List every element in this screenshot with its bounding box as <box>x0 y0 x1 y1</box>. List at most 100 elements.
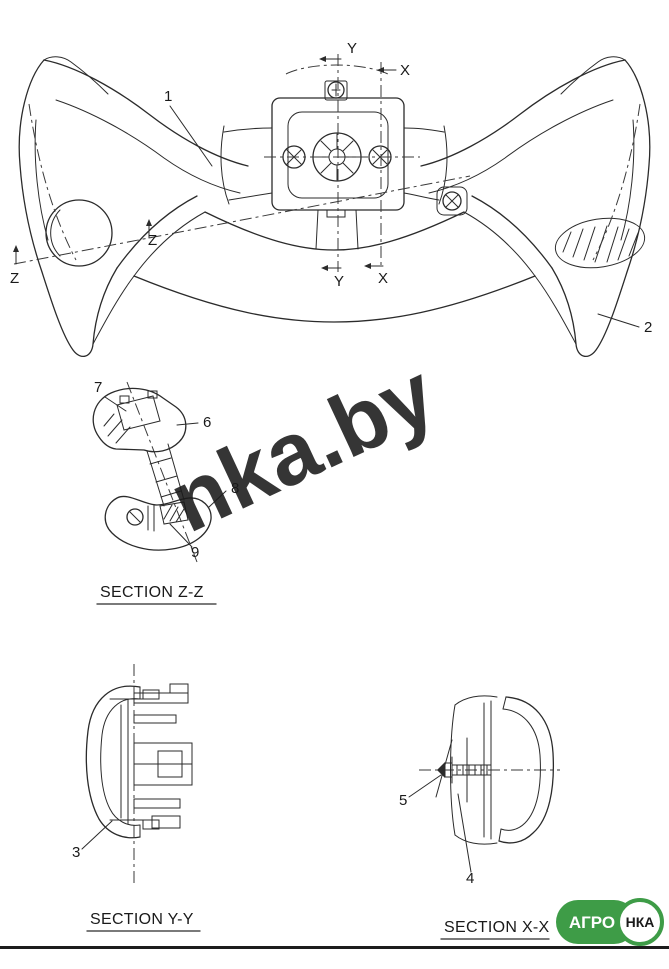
grille-outline <box>554 217 646 269</box>
callout-2-leader <box>597 313 640 328</box>
callout-9: 9 <box>191 544 199 561</box>
bottom-border-line <box>0 946 669 949</box>
top-bolt <box>324 80 348 101</box>
marker-x-top: X <box>400 62 410 79</box>
pad-lower-arc-upper <box>204 211 465 251</box>
yy-rim-outer <box>85 685 141 839</box>
logo-green-shape <box>556 900 636 944</box>
rim-grip-bump-left <box>43 56 109 95</box>
module-bottom-link-right <box>355 209 359 250</box>
rim-inner-edge-left <box>116 195 198 269</box>
section-line-z <box>13 175 471 265</box>
callout-2: 2 <box>644 319 652 336</box>
callout-4-leader <box>457 793 472 873</box>
zz-upper-hatch <box>103 413 131 444</box>
rim-inner-edge-right <box>471 195 553 269</box>
z-outer-arrow <box>13 245 19 252</box>
xx-rim-cap-bottom <box>498 828 502 842</box>
wheel-callouts: 1 2 <box>164 88 652 336</box>
marker-y-bottom: Y <box>334 273 344 290</box>
marker-z-outer: Z <box>10 270 19 287</box>
xx-bolt <box>437 756 492 784</box>
section-xx-view: 5 4 SECTION X-X <box>399 695 560 940</box>
marker-y-top: Y <box>347 40 357 57</box>
zz-washer-ticks <box>147 504 155 532</box>
rim-inner-top-left <box>55 99 241 194</box>
logo-right-text: НКА <box>626 914 655 930</box>
section-yy-view: 3 SECTION Y-Y <box>72 664 201 932</box>
callout-1: 1 <box>164 88 172 105</box>
y-bottom-arrow <box>321 265 328 271</box>
rim-outline-left <box>18 59 118 358</box>
airbag-module <box>220 80 448 250</box>
horn-contact <box>436 186 468 216</box>
wheel-rim-outline <box>18 56 651 358</box>
rim-edge-left <box>34 119 49 241</box>
zz-hatched-block <box>159 501 189 525</box>
module-bottom-tab <box>326 209 346 218</box>
yy-top-tab <box>142 689 160 700</box>
xx-rim-inner <box>500 708 541 831</box>
left-rim-centerline <box>28 103 77 261</box>
callout-9-leader <box>169 523 193 548</box>
spoke-line-right-top <box>403 127 445 133</box>
xx-rim-cap-top <box>502 696 507 710</box>
callout-8: 8 <box>231 480 239 497</box>
xx-callouts: 5 4 <box>399 774 474 887</box>
yy-rib-structure <box>133 683 193 829</box>
agronka-logo: АГРО НКА <box>556 898 664 946</box>
rim-outline-right <box>551 59 651 358</box>
callout-3: 3 <box>72 844 80 861</box>
callout-5-leader <box>408 774 442 798</box>
callout-6-leader <box>176 422 199 426</box>
callout-7-leader <box>104 396 127 412</box>
right-speaker-grille <box>554 217 646 269</box>
marker-x-bottom: X <box>378 270 388 287</box>
x-top-arrow <box>377 67 384 73</box>
spoke-line-right-bottom <box>403 192 440 201</box>
horn-pad-inner-arc <box>50 209 61 257</box>
section-xx-title: SECTION X-X <box>444 919 550 936</box>
callout-1-leader <box>169 105 213 167</box>
zz-bolt <box>126 508 144 526</box>
xx-bolt-threads <box>456 764 488 776</box>
zz-lower-boss-section <box>104 495 212 551</box>
callout-3-leader <box>81 820 113 850</box>
section-markers: Y X Y X Z Z <box>10 40 410 290</box>
callout-4: 4 <box>466 870 474 887</box>
xx-rim-outer <box>498 696 555 844</box>
rim-grip-bump-right <box>560 56 626 95</box>
yy-shell-walls <box>109 698 153 825</box>
logo-circle <box>616 898 664 946</box>
y-top-arrow <box>319 56 326 62</box>
steering-wheel-front-view: Y X Y X Z Z 1 2 <box>10 40 652 358</box>
module-bottom-link-left <box>315 209 319 250</box>
zz-callouts: 7 6 8 9 <box>94 379 239 561</box>
horn-pad-circle <box>45 199 113 267</box>
zz-pad-core <box>116 395 161 431</box>
watermark-text: nka.by <box>155 344 450 552</box>
xx-shell-walls <box>435 695 498 845</box>
pad-edge-right <box>438 125 448 205</box>
rim-inner-contour-right <box>463 211 577 345</box>
rim-grip-top-left <box>43 59 249 167</box>
zz-bolt-slot <box>129 511 141 523</box>
zz-clip-right <box>147 390 158 399</box>
callout-8-leader <box>208 490 227 508</box>
section-zz-title: SECTION Z-Z <box>100 584 204 601</box>
callout-6: 6 <box>203 414 211 431</box>
section-cut-lines <box>13 54 641 272</box>
section-zz-view: 7 6 8 9 SECTION Z-Z <box>92 379 239 605</box>
logo-left-text: АГРО <box>569 913 615 932</box>
yy-callouts: 3 <box>72 820 113 861</box>
yy-rim-inner <box>100 698 141 826</box>
right-rim-centerline <box>592 103 641 261</box>
zz-clip-left <box>119 395 130 404</box>
spoke-line-left-top <box>223 127 273 133</box>
rim-grip-top-right <box>420 59 626 167</box>
spoke-line-left-bottom <box>228 192 273 201</box>
yy-bottom-tab <box>142 819 160 830</box>
x-bottom-arrow <box>364 263 371 269</box>
